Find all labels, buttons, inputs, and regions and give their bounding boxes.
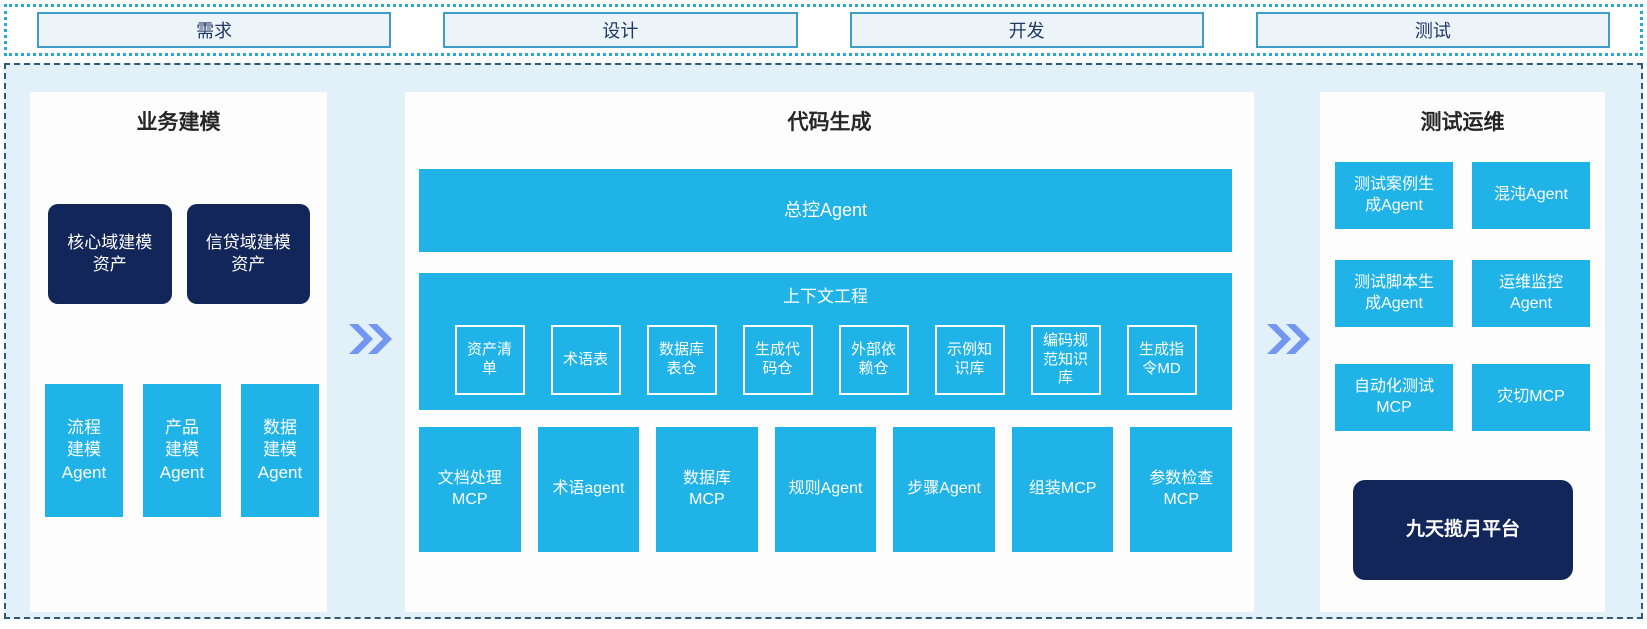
jiutian-platform-box: 九天揽月平台	[1353, 480, 1573, 580]
chaos-agent-box: 混沌Agent	[1472, 162, 1590, 229]
ops-monitor-agent-box: 运维监控 Agent	[1472, 260, 1590, 327]
step-agent-box: 步骤Agent	[893, 427, 995, 552]
terminology-agent-box: 术语agent	[537, 427, 640, 552]
ctx-external-deps-repo-box: 外部依 赖仓	[838, 325, 909, 395]
master-agent-bar: 总控Agent	[419, 169, 1232, 252]
assembly-mcp-box: 组装MCP	[1011, 427, 1114, 552]
ctx-asset-list-box: 资产清 单	[454, 325, 525, 395]
double-chevron-right-icon	[1267, 324, 1310, 354]
process-modeling-agent-box: 流程 建模 Agent	[45, 384, 123, 517]
test-script-gen-agent-box: 测试脚本生 成Agent	[1335, 260, 1453, 327]
data-modeling-agent-box: 数据 建模 Agent	[241, 384, 319, 517]
credit-domain-asset-box: 信贷域建模 资产	[186, 204, 310, 304]
doc-processing-mcp-box: 文档处理 MCP	[419, 427, 521, 552]
product-modeling-agent-box: 产品 建模 Agent	[143, 384, 221, 517]
ctx-db-table-repo-box: 数据库 表仓	[646, 325, 717, 395]
ctx-example-kb-box: 示例知 识库	[934, 325, 1005, 395]
flow-arrow-2	[1266, 323, 1310, 355]
code-generation-panel: 代码生成 总控Agent 上下文工程 资产清 单 术语表 数据库 表仓 生成代 …	[405, 92, 1254, 612]
double-chevron-right-icon	[349, 324, 392, 354]
main-diagram-area: 业务建模 核心域建模 资产 信贷域建模 资产 流程 建模 Agent 产品 建模…	[4, 63, 1643, 619]
test-ops-row-1: 测试案例生 成Agent 混沌Agent	[1335, 162, 1590, 229]
test-ops-panel: 测试运维 测试案例生 成Agent 混沌Agent 测试脚本生 成Agent 运…	[1320, 92, 1605, 612]
modeling-agent-row: 流程 建模 Agent 产品 建模 Agent 数据 建模 Agent	[45, 384, 319, 517]
context-item-row: 资产清 单 术语表 数据库 表仓 生成代 码仓 外部依 赖仓 示例知 识库 编码…	[419, 325, 1232, 395]
flow-arrow-1	[348, 323, 392, 355]
auto-test-mcp-box: 自动化测试 MCP	[1335, 364, 1453, 431]
ctx-instruction-md-box: 生成指 令MD	[1126, 325, 1197, 395]
ctx-glossary-box: 术语表	[550, 325, 621, 395]
modeling-asset-row: 核心域建模 资产 信贷域建模 资产	[48, 204, 310, 304]
phase-requirements: 需求	[37, 12, 392, 48]
phase-development: 开发	[849, 12, 1204, 48]
database-mcp-box: 数据库 MCP	[656, 427, 758, 552]
code-generation-title: 代码生成	[787, 111, 872, 134]
disaster-switch-mcp-box: 灾切MCP	[1472, 364, 1590, 431]
codegen-tools-row: 文档处理 MCP 术语agent 数据库 MCP 规则Agent 步骤Agent…	[419, 427, 1233, 552]
test-ops-title: 测试运维	[1420, 111, 1505, 134]
param-check-mcp-box: 参数检查 MCP	[1130, 427, 1233, 552]
test-case-gen-agent-box: 测试案例生 成Agent	[1335, 162, 1453, 229]
phase-testing: 测试	[1255, 12, 1610, 48]
test-ops-row-3: 自动化测试 MCP 灾切MCP	[1335, 364, 1590, 431]
business-modeling-title: 业务建模	[136, 111, 221, 134]
core-domain-asset-box: 核心域建模 资产	[48, 204, 172, 304]
phase-design: 设计	[443, 12, 798, 48]
ctx-generated-code-repo-box: 生成代 码仓	[742, 325, 813, 395]
context-engineering-box: 上下文工程 资产清 单 术语表 数据库 表仓 生成代 码仓 外部依 赖仓 示例知…	[419, 273, 1232, 410]
ctx-coding-standards-kb-box: 编码规 范知识 库	[1030, 325, 1101, 395]
context-engineering-title: 上下文工程	[783, 287, 868, 306]
rule-agent-box: 规则Agent	[774, 427, 877, 552]
test-ops-row-2: 测试脚本生 成Agent 运维监控 Agent	[1335, 260, 1590, 327]
phase-strip: 需求 设计 开发 测试	[4, 4, 1643, 56]
business-modeling-panel: 业务建模 核心域建模 资产 信贷域建模 资产 流程 建模 Agent 产品 建模…	[30, 92, 327, 612]
